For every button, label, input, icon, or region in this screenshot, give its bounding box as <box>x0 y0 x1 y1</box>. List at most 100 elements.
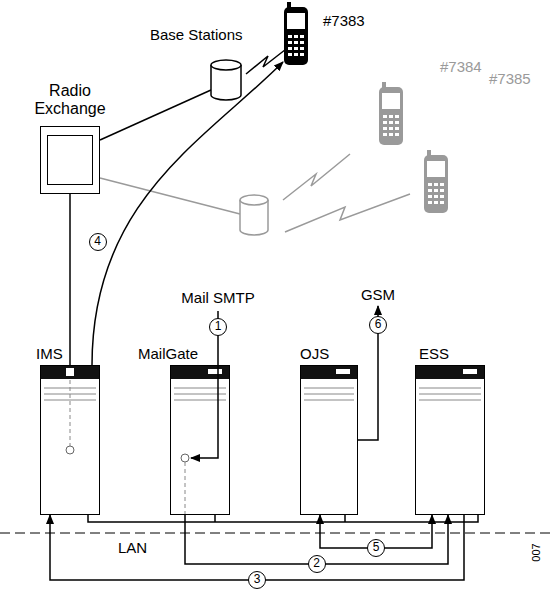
phone-key <box>383 121 387 124</box>
phone-key <box>300 53 304 56</box>
exchange-label: Radio Exchange <box>25 82 115 118</box>
server-slot <box>336 369 350 374</box>
exchange-panel <box>47 135 93 185</box>
figure-number: 007 <box>529 543 542 561</box>
server-slot <box>208 369 222 374</box>
connector <box>100 90 211 140</box>
phone-number: #7383 <box>323 12 365 30</box>
phone-key <box>288 35 292 38</box>
phone-screen <box>382 93 400 109</box>
phone-key <box>294 35 298 38</box>
phone-key <box>294 47 298 50</box>
internal-point <box>66 446 74 454</box>
phone-screen <box>287 13 305 29</box>
phone-key <box>294 53 298 56</box>
phone-key <box>395 133 399 136</box>
phone-key <box>389 121 393 124</box>
callout-number: 2 <box>308 555 326 573</box>
server-band <box>300 365 358 379</box>
radio-exchange-box <box>40 126 100 194</box>
callout-number: 6 <box>369 316 387 334</box>
node-server: IMS <box>36 345 100 515</box>
phone-icon <box>423 150 449 214</box>
network-label: LAN <box>118 539 147 557</box>
phone-key <box>428 189 432 192</box>
radio-signal <box>283 154 350 200</box>
base-station-symbol <box>210 58 242 102</box>
interface-label: GSM <box>361 286 395 304</box>
callout-number: 1 <box>209 318 227 336</box>
server-box <box>415 365 485 515</box>
node-phone: #7385 <box>423 70 531 214</box>
phone-key <box>440 183 444 186</box>
phone-number: #7385 <box>489 70 531 88</box>
phone-key <box>395 115 399 118</box>
radio-link <box>100 178 240 214</box>
server-band <box>40 365 100 379</box>
connector <box>69 194 71 365</box>
phone-key <box>288 47 292 50</box>
base-station-top <box>211 60 241 70</box>
phone-key <box>440 195 444 198</box>
phone-key <box>288 53 292 56</box>
phone-key <box>428 183 432 186</box>
phone-icon <box>378 82 404 146</box>
server-label: ESS <box>419 345 449 363</box>
node-server: MailGate <box>138 345 230 515</box>
node-phone: #7384 <box>378 58 482 146</box>
phone-key <box>294 41 298 44</box>
phone-key <box>440 201 444 204</box>
phone-icon <box>283 2 309 66</box>
interface-label: Mail SMTP <box>181 289 254 307</box>
server-label: IMS <box>36 345 63 363</box>
node-server: ESS <box>415 345 485 515</box>
node-radio: Radio Exchange <box>25 82 115 194</box>
phone-key <box>383 133 387 136</box>
lan-boundary <box>0 533 550 534</box>
phone-key <box>428 201 432 204</box>
phone-key <box>395 121 399 124</box>
callout-number: 5 <box>367 539 385 557</box>
node-phone: #7383 <box>283 2 365 66</box>
phone-key <box>395 127 399 130</box>
radio-signal <box>285 194 410 232</box>
server-label: MailGate <box>138 345 198 363</box>
node-server: OJS <box>300 345 358 515</box>
node-station: Base Stations <box>150 26 243 102</box>
phone-body <box>284 7 308 65</box>
server-slot <box>463 369 477 374</box>
phone-key <box>300 35 304 38</box>
server-band <box>415 365 485 379</box>
phone-key <box>288 41 292 44</box>
phone-screen <box>427 161 445 177</box>
station-label: Base Stations <box>150 26 243 44</box>
phone-key <box>389 127 393 130</box>
phone-key <box>383 127 387 130</box>
radio-signal <box>246 46 290 74</box>
phone-key <box>300 41 304 44</box>
phone-key <box>440 189 444 192</box>
phone-key <box>389 115 393 118</box>
server-band <box>170 365 230 379</box>
phone-key <box>389 133 393 136</box>
server-label: OJS <box>300 345 329 363</box>
phone-key <box>434 195 438 198</box>
internal-path <box>70 380 71 446</box>
phone-key <box>434 183 438 186</box>
base-station-symbol <box>240 195 268 205</box>
server-box <box>40 365 100 515</box>
callout-number: 4 <box>89 233 107 251</box>
phone-key <box>383 115 387 118</box>
phone-body <box>379 87 403 145</box>
phone-key <box>428 195 432 198</box>
phone-body <box>424 155 448 213</box>
phone-key <box>434 201 438 204</box>
callout-number: 3 <box>248 571 266 589</box>
phone-number: #7384 <box>440 58 482 76</box>
phone-key <box>434 189 438 192</box>
internal-path <box>185 462 186 515</box>
server-slot <box>66 368 74 376</box>
server-box <box>300 365 358 515</box>
phone-key <box>300 47 304 50</box>
